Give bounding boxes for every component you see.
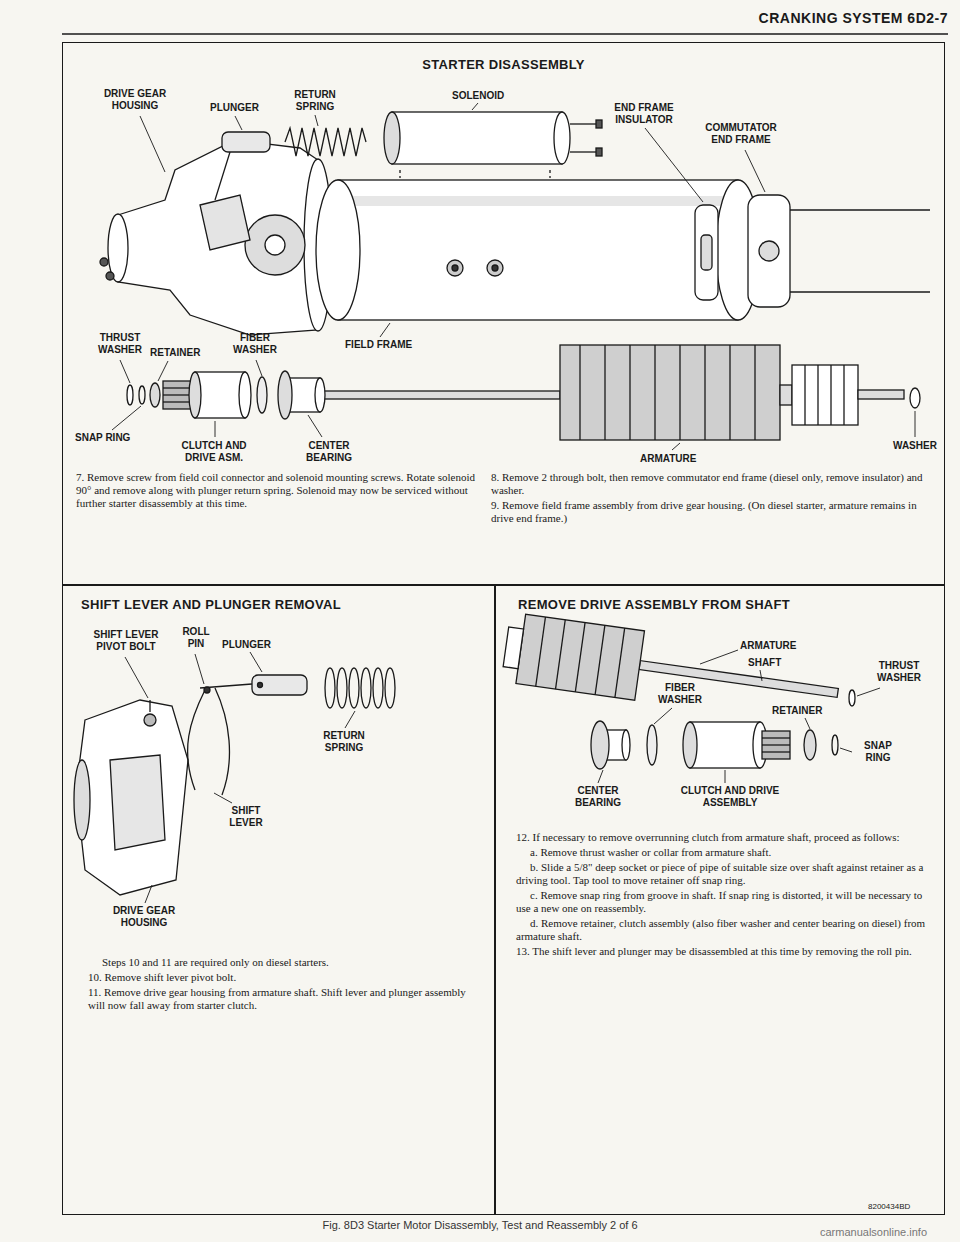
figure-code: 8200434BD — [868, 1201, 910, 1213]
part-label: RETURN SPRING — [290, 89, 340, 113]
part-label: ARMATURE — [640, 453, 696, 465]
step-text: 7. Remove screw from field coil connecto… — [76, 471, 476, 510]
part-label: THRUST WASHER — [872, 660, 926, 684]
step-text: 13. The shift lever and plunger may be d… — [516, 945, 928, 958]
step-text: 9. Remove field frame assembly from driv… — [491, 499, 931, 525]
field-frame — [316, 180, 760, 320]
drive-parts — [591, 721, 838, 769]
step-text: 11. Remove drive gear housing from armat… — [88, 986, 478, 1012]
panel-box: Steps 10 and 11 are required only on die… — [62, 585, 495, 1215]
step-text: a. Remove thrust washer or collar from a… — [516, 846, 928, 859]
part-label: CLUTCH AND DRIVE ASM. — [172, 440, 256, 464]
part-label: WASHER — [893, 440, 937, 452]
shift-lever — [188, 684, 252, 795]
step-text: b. Slide a 5/8" deep socket or piece of … — [516, 861, 928, 887]
header-rule — [62, 33, 948, 35]
step-text: c. Remove snap ring from groove in shaft… — [516, 889, 928, 915]
part-label: ARMATURE — [740, 640, 796, 652]
text-column: Steps 10 and 11 are required only on die… — [88, 956, 478, 1014]
panel-box: 7. Remove screw from field coil connecto… — [62, 42, 945, 585]
leader-lines — [598, 650, 880, 783]
part-label: RETAINER — [150, 347, 200, 359]
panel-heading: REMOVE DRIVE ASSEMBLY FROM SHAFT — [518, 597, 790, 612]
plunger — [252, 675, 307, 695]
panel-heading: STARTER DISASSEMBLY — [422, 57, 584, 72]
part-label: RETAINER — [772, 705, 822, 717]
drive-gear-housing — [74, 700, 188, 895]
page-header: CRANKING SYSTEM 6D2-7 — [759, 10, 948, 26]
part-label: FIBER WASHER — [230, 332, 280, 356]
part-label: ROLL PIN — [180, 626, 212, 650]
part-label: THRUST WASHER — [95, 332, 145, 356]
part-label: CENTER BEARING — [568, 785, 628, 809]
watermark: carmanualsonline.info — [820, 1226, 927, 1238]
drive-gear-housing — [100, 140, 332, 335]
drive-parts — [127, 371, 325, 419]
part-label: SNAP RING — [75, 432, 130, 444]
return-spring — [325, 668, 395, 708]
part-label: SHIFT LEVER — [225, 805, 267, 829]
roll-pin — [258, 683, 263, 688]
part-label: PLUNGER — [210, 102, 259, 114]
part-label: CLUTCH AND DRIVE ASSEMBLY — [670, 785, 790, 809]
part-label: PLUNGER — [222, 639, 271, 651]
step-text: 12. If necessary to remove overrunning c… — [516, 831, 928, 844]
part-label: SHAFT — [748, 657, 781, 669]
part-label: DRIVE GEAR HOUSING — [100, 88, 170, 112]
leader-lines — [112, 103, 915, 450]
return-spring — [285, 128, 366, 156]
text-column: 12. If necessary to remove overrunning c… — [516, 831, 928, 960]
step-text: d. Remove retainer, clutch assembly (als… — [516, 917, 928, 943]
part-label: END FRAME INSULATOR — [610, 102, 678, 126]
part-label: DRIVE GEAR HOUSING — [102, 905, 186, 929]
plunger — [222, 132, 270, 152]
step-text: 8. Remove 2 through bolt, then remove co… — [491, 471, 931, 497]
text-column: 7. Remove screw from field coil connecto… — [76, 471, 476, 512]
solenoid — [384, 112, 602, 178]
thrust-washer — [849, 690, 855, 706]
armature — [501, 612, 842, 728]
text-column: 8. Remove 2 through bolt, then remove co… — [491, 471, 931, 527]
part-label: FIELD FRAME — [345, 339, 412, 351]
part-label: FIBER WASHER — [655, 682, 705, 706]
commutator-end-frame — [748, 195, 790, 307]
part-label: CENTER BEARING — [300, 440, 358, 464]
figure-caption: Fig. 8D3 Starter Motor Disassembly, Test… — [0, 1219, 960, 1231]
part-label: SNAP RING — [858, 740, 898, 764]
washer — [910, 388, 920, 408]
leader-lines — [125, 652, 355, 903]
part-label: SHIFT LEVER PIVOT BOLT — [86, 629, 166, 653]
step-text: Steps 10 and 11 are required only on die… — [88, 956, 478, 969]
part-label: SOLENOID — [452, 90, 504, 102]
step-text: 10. Remove shift lever pivot bolt. — [88, 971, 478, 984]
panel-heading: SHIFT LEVER AND PLUNGER REMOVAL — [81, 597, 341, 612]
part-label: RETURN SPRING — [318, 730, 370, 754]
armature — [322, 345, 904, 440]
part-label: COMMUTATOR END FRAME — [700, 122, 782, 146]
end-frame-insulator — [695, 205, 718, 300]
